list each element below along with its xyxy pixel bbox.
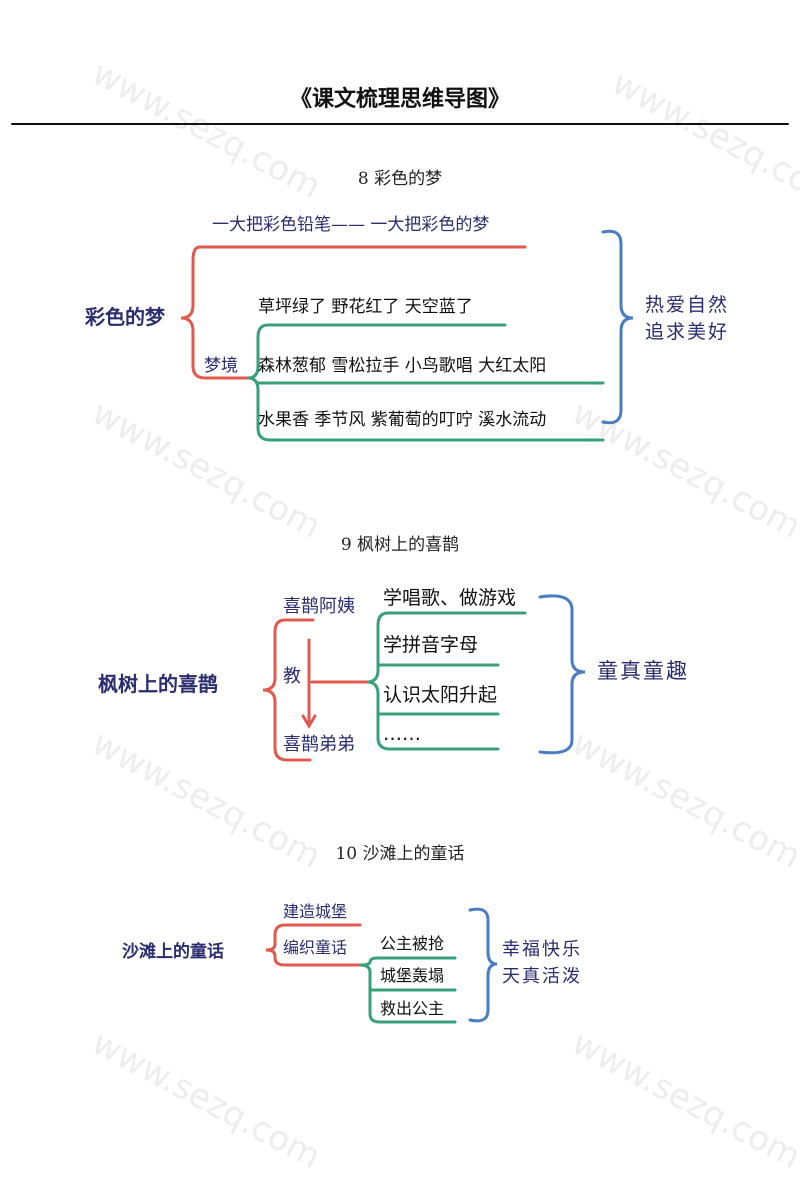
branch-node: 建造城堡 xyxy=(283,902,348,921)
section-heading: 8 彩色的梦 xyxy=(357,169,443,189)
summary-text: 热爱自然 xyxy=(645,294,730,316)
leaf-node: 认识太阳升起 xyxy=(383,684,498,706)
summary-text: 天真活泼 xyxy=(502,966,582,987)
leaf-node: 森林葱郁 雪松拉手 小鸟歌唱 大红太阳 xyxy=(258,356,547,376)
leaf-node: 救出公主 xyxy=(380,999,445,1018)
section-heading: 9 枫树上的喜鹊 xyxy=(340,535,460,555)
summary-text: 童真童趣 xyxy=(597,659,689,683)
leaf-node: …… xyxy=(383,723,421,745)
leaf-node: 城堡轰塌 xyxy=(380,966,445,985)
branch-node: 喜鹊弟弟 xyxy=(283,734,355,755)
root-node: 沙滩上的童话 xyxy=(122,942,224,962)
red-brace-3 xyxy=(265,923,362,967)
branch-node: 教 xyxy=(283,666,301,687)
section-heading: 10 沙滩上的童话 xyxy=(335,844,465,864)
leaf-node: 公主被抢 xyxy=(380,934,445,953)
leaf-node: 草坪绿了 野花红了 天空蓝了 xyxy=(258,297,473,317)
blue-brace-3 xyxy=(468,907,498,1023)
branch-node: 喜鹊阿姨 xyxy=(283,596,355,617)
leaf-node: 学唱歌、做游戏 xyxy=(383,587,517,609)
blue-brace-1 xyxy=(601,229,634,425)
branch-node: 梦境 xyxy=(204,356,238,376)
blue-brace-2 xyxy=(538,594,586,755)
red-brace-2 xyxy=(262,618,369,762)
leaf-node: 水果香 季节风 紫葡萄的叮咛 溪水流动 xyxy=(258,410,547,430)
root-node: 彩色的梦 xyxy=(85,305,165,329)
red-brace-1 xyxy=(180,245,527,380)
mindmap-lines xyxy=(11,123,789,1024)
branch-node: 一大把彩色铅笔—— 一大把彩色的梦 xyxy=(212,215,490,235)
green-brace-1 xyxy=(247,323,605,442)
green-brace-3 xyxy=(359,956,457,1024)
root-node: 枫树上的喜鹊 xyxy=(98,672,218,696)
page-title: 《课文梳理思维导图》 xyxy=(289,87,510,112)
summary-text: 幸福快乐 xyxy=(502,939,582,960)
summary-text: 追求美好 xyxy=(645,321,730,343)
branch-node: 编织童话 xyxy=(283,938,348,957)
leaf-node: 学拼音字母 xyxy=(383,634,479,656)
green-brace-2 xyxy=(366,611,527,751)
